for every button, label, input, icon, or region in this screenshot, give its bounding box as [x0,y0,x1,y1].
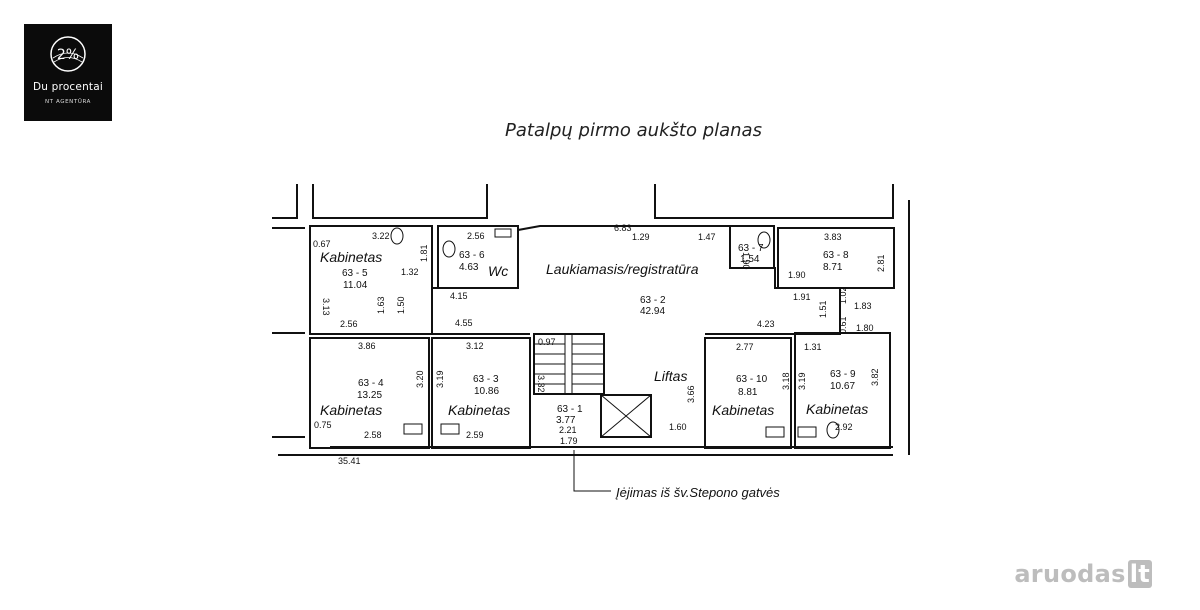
room-name: Kabinetas [806,401,868,417]
room-area: 11.04 [343,280,368,291]
room-code: 63 - 4 [358,378,384,389]
room-area: 10.67 [830,381,855,392]
room-name: Wc [488,263,508,279]
entrance-label: Įėjimas iš šv.Stepono gatvės [615,485,780,500]
entrance-pointer [573,450,611,492]
room-area: 42.94 [640,306,665,317]
room-name: Liftas [654,368,687,384]
room-code: 63 - 10 [736,374,768,385]
dimension-label: 1.90 [788,270,806,280]
dimension-label: 1.80 [856,323,874,333]
dimension-label: 2.92 [835,422,853,432]
dimension-label: 1.63 [376,296,386,314]
dimension-label: 2.59 [466,430,484,440]
dimension-label: 3.86 [358,341,376,351]
dimension-label: 1.60 [669,422,687,432]
room-name: Kabinetas [448,402,510,418]
dimension-label: 3.12 [466,341,484,351]
dimension-label: 3.18 [781,372,791,390]
room-name: Kabinetas [320,249,382,265]
dimension-label: 3.22 [372,231,390,241]
room-area: 8.71 [823,262,843,273]
dimension-label: 1.51 [818,300,828,318]
dimension-label: 1.91 [793,292,811,302]
dimension-label: 0.97 [538,337,556,347]
dimension-label: 2.58 [364,430,382,440]
dimension-label: 4.23 [757,319,775,329]
dimension-label: 3.32 [536,375,546,393]
room-name: Laukiamasis/registratūra [546,261,699,277]
dimension-label: 3.83 [824,232,842,242]
dimension-label: 2.77 [736,342,754,352]
dimension-label: 1.02 [838,286,848,304]
room-name: Kabinetas [320,402,382,418]
dimension-label: 6.83 [614,223,632,233]
dimension-label: 4.55 [455,318,473,328]
dimension-label: 2.56 [467,231,485,241]
room-code: 63 - 1 [557,404,583,415]
brand-name: Du procentai [32,81,103,93]
room-name: Kabinetas [712,402,774,418]
dimension-label: 1.32 [401,267,419,277]
dimension-label: 2.21 [559,425,577,435]
logo-emblem-icon: 2% [50,36,86,72]
room-area: 3.77 [556,415,576,426]
dimension-label: 1.31 [804,342,822,352]
dimension-label: 3.13 [321,298,331,316]
dimension-label: 3.20 [415,370,425,388]
room-code: 63 - 8 [823,250,849,261]
dimension-label: 1.47 [698,232,716,242]
room-code: 63 - 2 [640,295,666,306]
dimension-label: 1.50 [396,296,406,314]
room-area: 10.86 [474,386,499,397]
room-area: 4.63 [459,262,479,273]
watermark-text: aruodas [1014,560,1126,588]
dimension-label: 1.29 [632,232,650,242]
plan-walls [272,184,910,456]
dimension-label: 2.81 [876,254,886,272]
dimension-label: 4.15 [450,291,468,301]
brand-subtitle: NT AGENTŪRA [44,99,92,105]
logo-mark: 2% [57,47,79,63]
room-code: 63 - 5 [342,268,368,279]
dimension-label: 0.75 [314,420,332,430]
plan-title: Patalpų pirmo aukšto planas [505,120,762,141]
room-code: 63 - 7 [738,243,764,254]
dimension-label: 3.19 [435,370,445,388]
dimension-label: 2.56 [340,319,358,329]
dimension-label: 3.19 [797,372,807,390]
room-code: 63 - 6 [459,250,485,261]
agency-logo: 2% Du procentai NT AGENTŪRA [24,24,112,121]
room-area: 8.81 [738,387,758,398]
room-area: 13.25 [357,390,382,401]
dimension-label: 1.81 [419,244,429,262]
dimension-label: 3.82 [870,368,880,386]
dimension-label: 1.90 [741,252,751,270]
dimension-label: 1.79 [560,436,578,446]
watermark-suffix: lt [1127,560,1152,588]
dimension-label: 1.83 [854,301,872,311]
room-code: 63 - 9 [830,369,856,380]
room-area: 1.54 [740,254,760,265]
room-code: 63 - 3 [473,374,499,385]
dimension-label: 0.61 [838,316,848,334]
dimension-label: 3.66 [686,385,696,403]
dimension-label: 0.67 [313,239,331,249]
dimension-label: 35.41 [338,456,361,466]
